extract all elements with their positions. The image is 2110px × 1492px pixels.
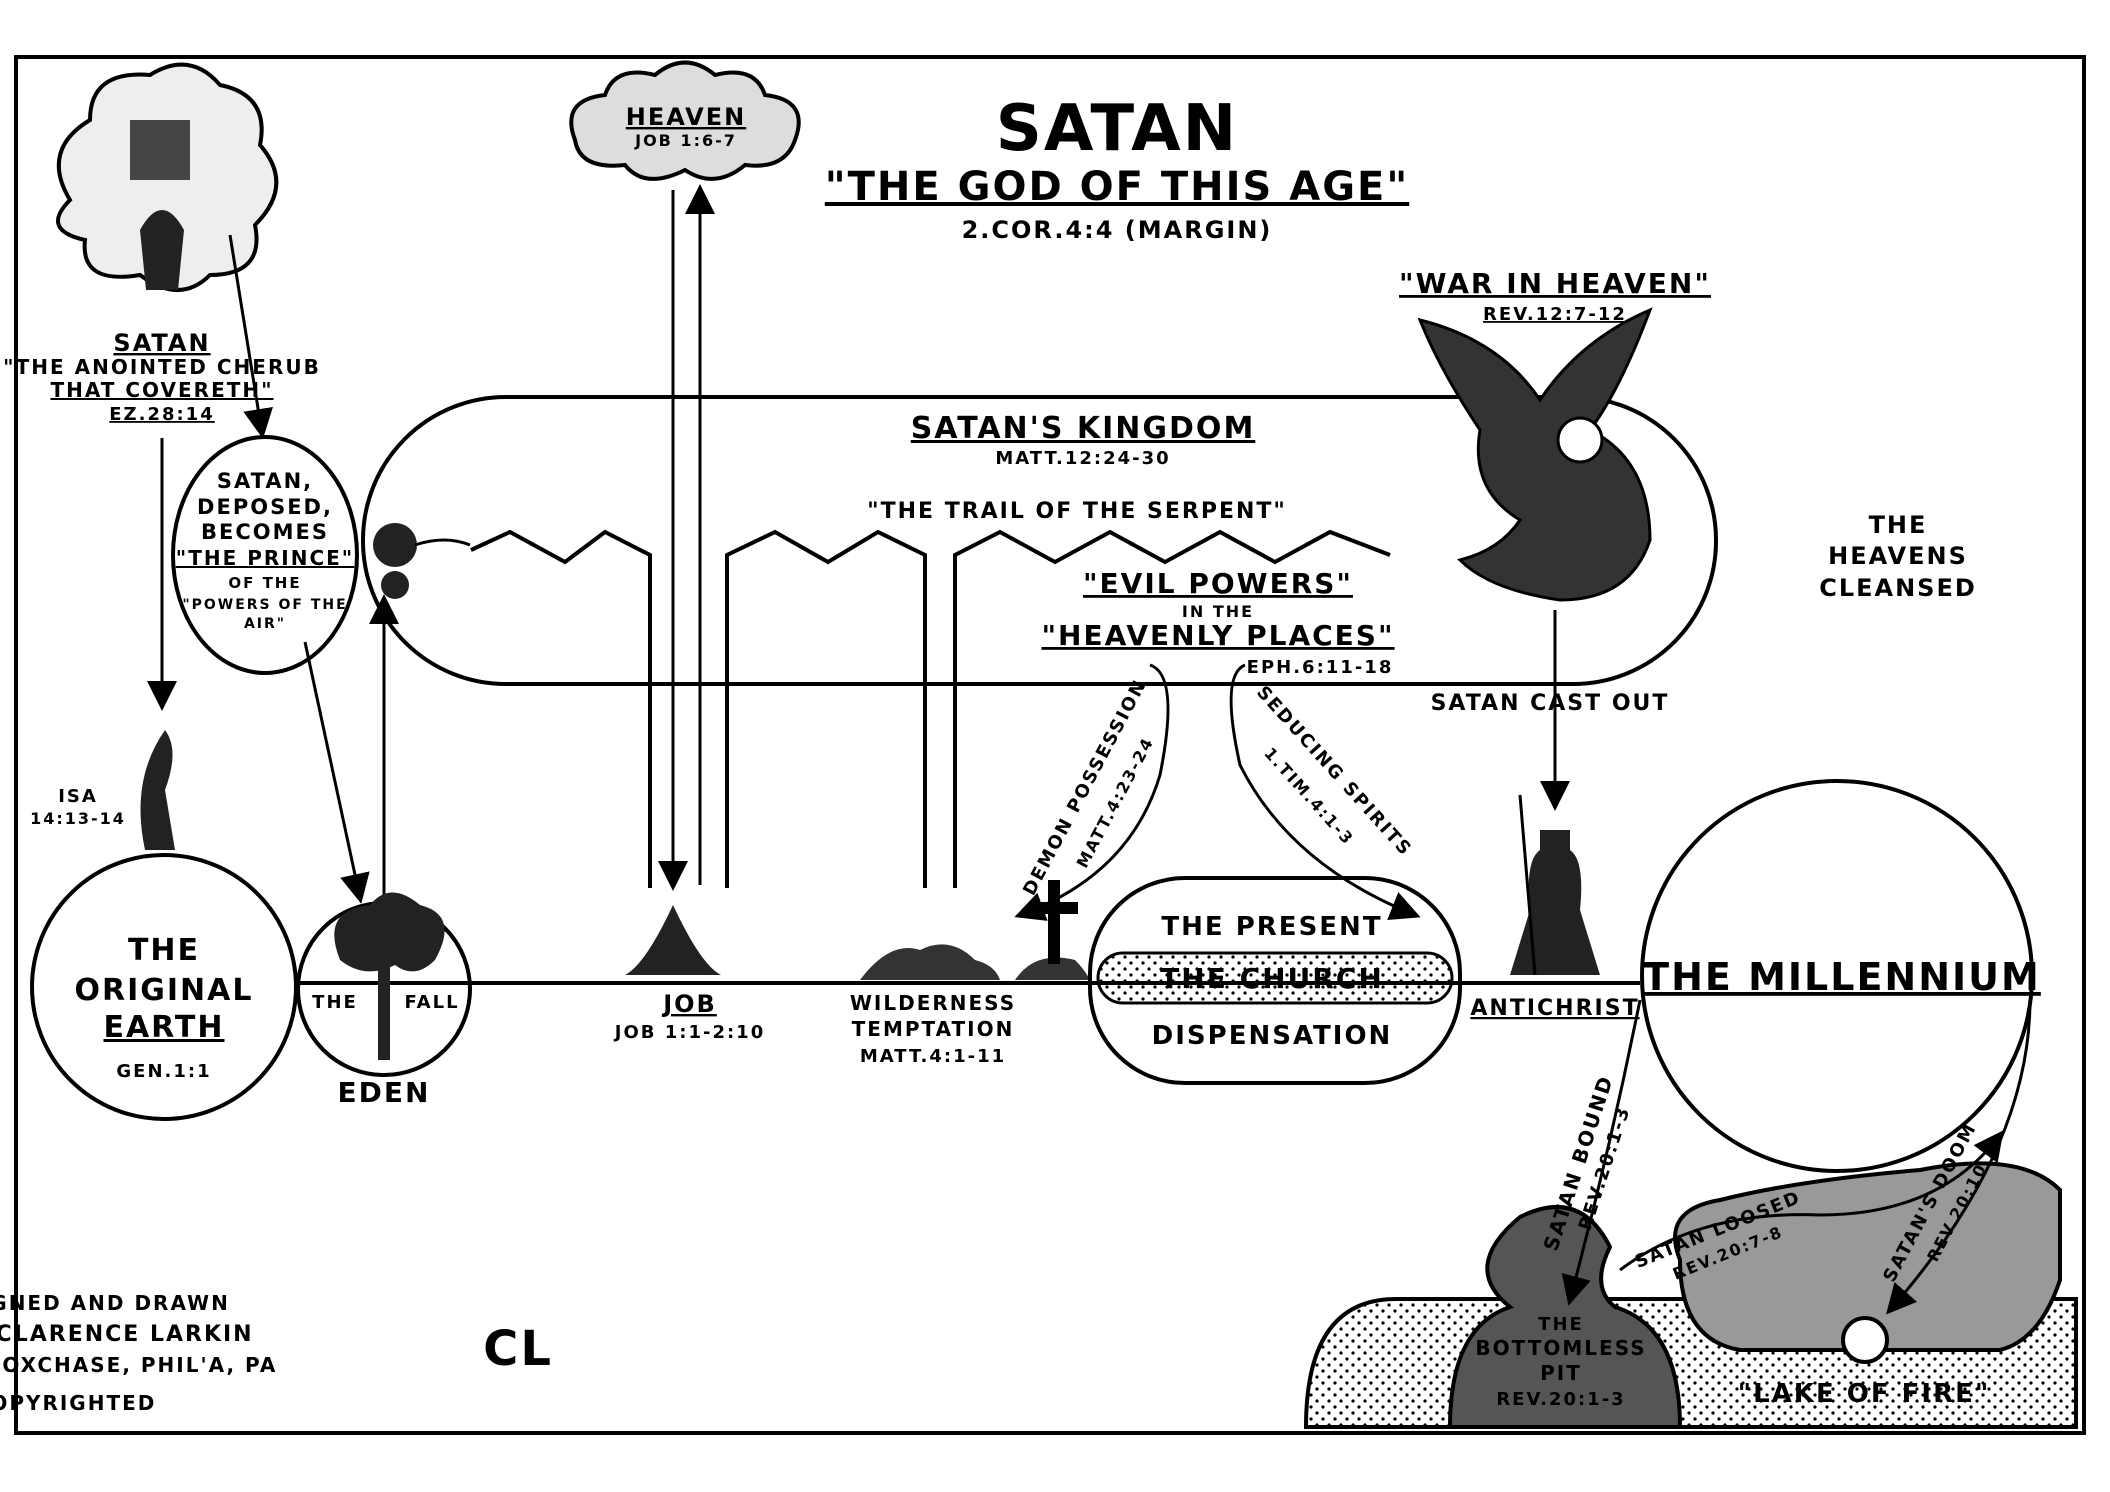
svg-text:THE: THE [1538, 1314, 1584, 1335]
church-band [1096, 951, 1454, 1005]
church-present-label: THE PRESENT [1161, 912, 1382, 942]
serpent-trail-zigzag [470, 529, 652, 888]
wilderness-reference: MATT.4:1-11 [860, 1046, 1006, 1067]
svg-text:OF THE: OF THE [228, 574, 301, 592]
war-in-heaven-label: "WAR IN HEAVEN" [1399, 267, 1711, 300]
original-earth-reference: GEN.1:1 [116, 1061, 211, 1082]
isa-reference: 14:13-14 [30, 809, 126, 828]
kingdom-reference: MATT.12:24-30 [995, 448, 1170, 469]
millennium-circle [1640, 779, 2034, 1173]
job-tent-icon [625, 905, 721, 975]
svg-text:REV.20:1-3: REV.20:1-3 [1496, 1389, 1625, 1410]
anointed-cherub-label: SATAN "THE ANOINTED CHERUB THAT COVERETH… [3, 329, 321, 425]
eden-fall: FALL [404, 992, 459, 1013]
bottomless-pit-label: THE BOTTOMLESS PIT REV.20:1-3 [1475, 1314, 1646, 1410]
eden-the: THE [312, 992, 358, 1013]
svg-text:"THE ANOINTED CHERUB: "THE ANOINTED CHERUB [3, 355, 321, 379]
svg-text:CLEANSED: CLEANSED [1819, 574, 1977, 602]
tree-of-knowledge-icon [378, 960, 390, 1060]
arrow-seducing-spirits [1229, 663, 1421, 921]
church-dispensation-capsule [1088, 876, 1462, 1085]
svg-text:DESIGNED AND DRAWN: DESIGNED AND DRAWN [0, 1291, 230, 1315]
heaven-cloud: HEAVEN JOB 1:6-7 [569, 60, 801, 181]
title-block: SATAN "THE GOD OF THIS AGE" 2.COR.4:4 (M… [825, 92, 1409, 244]
svg-text:BECOMES: BECOMES [201, 520, 329, 544]
svg-text:"POWERS OF THE: "POWERS OF THE [182, 597, 347, 613]
serpent-icon [373, 523, 417, 567]
svg-text:FOXCHASE, PHIL'A, PA: FOXCHASE, PHIL'A, PA [0, 1353, 277, 1377]
serpent-trail-zigzag-3 [953, 529, 1391, 888]
dispensation-label: DISPENSATION [1152, 1021, 1393, 1051]
svg-text:DEPOSED,: DEPOSED, [197, 495, 333, 519]
serpent-trail-zigzag-2 [725, 529, 927, 888]
church-label: THE CHURCH [1160, 962, 1384, 995]
temptation-label: TEMPTATION [852, 1017, 1015, 1041]
trail-label: "THE TRAIL OF THE SERPENT" [867, 499, 1287, 524]
arrow-satan-loosed [1619, 1130, 2004, 1272]
svg-text:THE: THE [1869, 511, 1928, 539]
isa-label: ISA [58, 786, 98, 807]
job-label: JOB [661, 990, 717, 1018]
svg-text:THAT COVERETH": THAT COVERETH" [50, 378, 273, 402]
arrow-deposed-to-eden [303, 641, 370, 904]
wilderness-label: WILDERNESS [850, 991, 1016, 1015]
svg-text:IN THE: IN THE [1182, 602, 1254, 621]
fallen-angel-figure [140, 730, 175, 850]
war-in-heaven-reference: REV.12:7-12 [1483, 304, 1627, 325]
original-earth-the: THE [128, 933, 200, 968]
arrow-satan-bound [1561, 999, 1642, 1306]
original-earth-original: ORIGINAL [75, 973, 254, 1008]
eden-label: EDEN [338, 1076, 431, 1109]
kingdom-label: SATAN'S KINGDOM [911, 411, 1256, 446]
chart-border [14, 55, 2086, 1435]
svg-text:"HEAVENLY PLACES": "HEAVENLY PLACES" [1041, 619, 1394, 652]
svg-text:"EVIL POWERS": "EVIL POWERS" [1083, 567, 1353, 600]
svg-text:SATAN,: SATAN, [217, 469, 313, 493]
original-earth-earth: EARTH [103, 1010, 224, 1045]
throne-cloud-illustration [56, 62, 279, 292]
svg-text:AIR": AIR" [244, 616, 286, 632]
lake-of-fire-label: "LAKE OF FIRE" [1738, 1379, 1991, 1409]
arrow-satans-doom [1886, 999, 2032, 1315]
title-main: SATAN [996, 92, 1238, 166]
svg-text:HEAVENS: HEAVENS [1828, 542, 1968, 570]
svg-text:SATAN: SATAN [113, 329, 210, 357]
svg-text:EPH.6:11-18: EPH.6:11-18 [1247, 657, 1394, 678]
antichrist-label: ANTICHRIST [1470, 996, 1639, 1021]
michael-and-dragon-illustration [1417, 307, 1653, 602]
heavens-cleansed-label: THE HEAVENS CLEANSED [1819, 511, 1977, 602]
title-reference: 2.COR.4:4 (MARGIN) [962, 216, 1273, 244]
evil-powers-label: "EVIL POWERS" IN THE "HEAVENLY PLACES" E… [1041, 567, 1394, 678]
larkin-monogram: CL [483, 1321, 553, 1377]
arrow-demon-possession [1014, 663, 1170, 921]
bottomless-pit [1447, 1205, 1683, 1429]
satan-deposed-label: SATAN, DEPOSED, BECOMES "THE PRINCE" OF … [176, 469, 354, 632]
credits: DESIGNED AND DRAWN BY CLARENCE LARKIN FO… [0, 1291, 277, 1415]
svg-text:BY CLARENCE LARKIN: BY CLARENCE LARKIN [0, 1322, 254, 1347]
original-earth-circle [30, 853, 298, 1121]
wilderness-mountain-icon [860, 944, 1000, 980]
svg-text:BOTTOMLESS: BOTTOMLESS [1475, 1336, 1646, 1360]
job-reference: JOB 1:1-2:10 [613, 1022, 765, 1043]
svg-text:EZ.28:14: EZ.28:14 [109, 404, 214, 425]
title-subtitle: "THE GOD OF THIS AGE" [825, 164, 1409, 210]
heaven-reference: JOB 1:6-7 [634, 131, 737, 150]
cross-icon [1030, 880, 1078, 964]
svg-text:COPYRIGHTED: COPYRIGHTED [0, 1391, 156, 1415]
millennium-label: THE MILLENNIUM [1643, 955, 2041, 999]
satan-cast-out-label: SATAN CAST OUT [1431, 691, 1670, 716]
heaven-label: HEAVEN [626, 103, 746, 131]
satans-kingdom-region [361, 395, 1718, 686]
svg-text:"THE PRINCE": "THE PRINCE" [176, 546, 354, 570]
arrow-cherub-to-deposed [228, 234, 273, 439]
svg-text:PIT: PIT [1540, 1361, 1582, 1385]
